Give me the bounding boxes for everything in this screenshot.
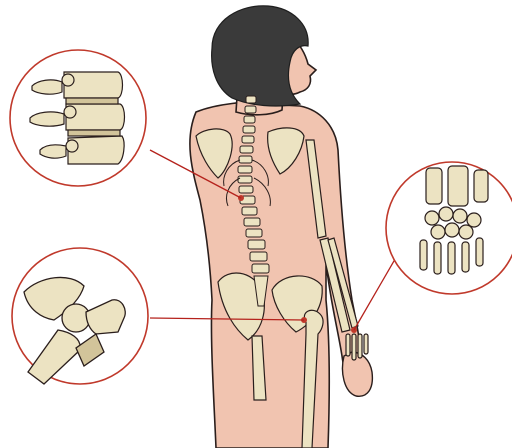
wrist-callout [386, 162, 512, 294]
vertebrae-closeup-icon [30, 72, 125, 164]
hand [343, 352, 373, 396]
hip-callout [12, 248, 148, 384]
spine-callout [10, 50, 146, 186]
wrist-leader-line [354, 254, 398, 330]
woman-figure [190, 6, 372, 448]
